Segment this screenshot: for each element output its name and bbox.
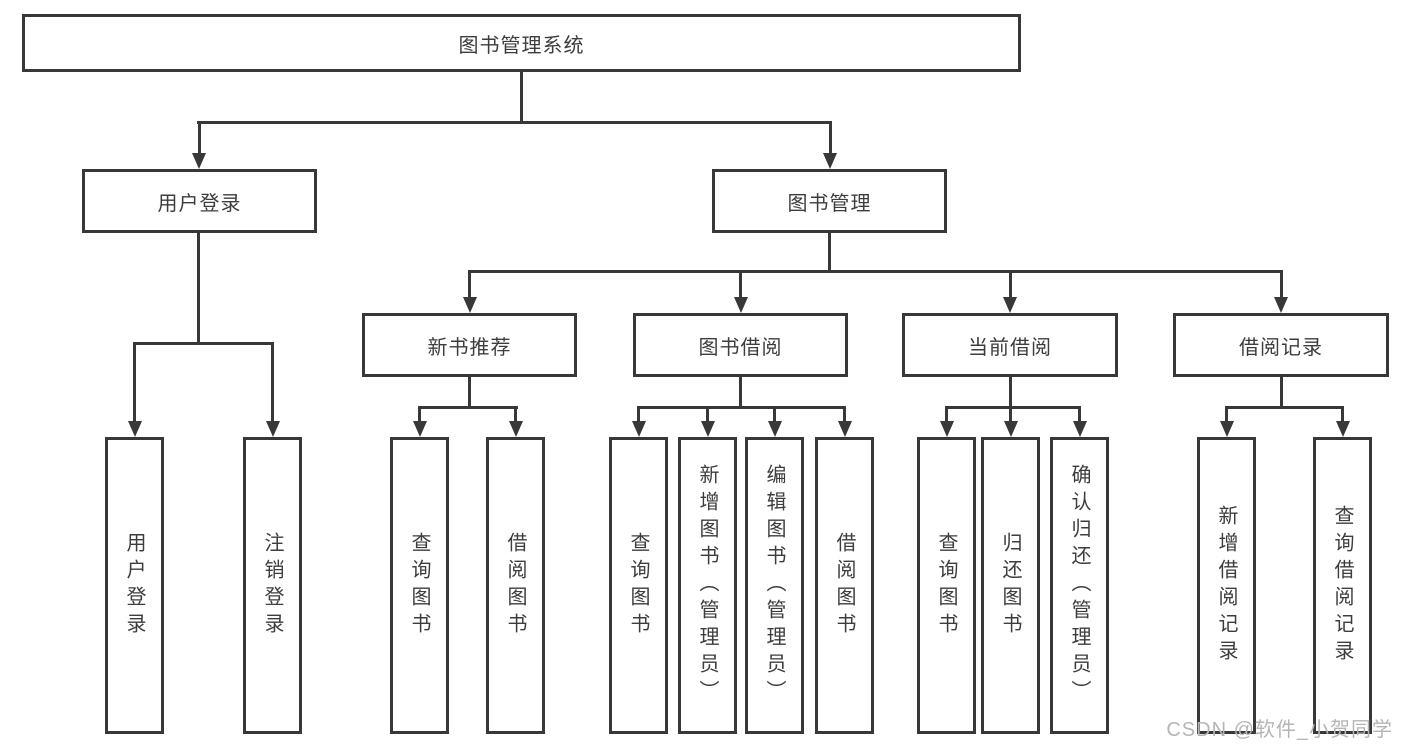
leaf-return-books: 归还图书 xyxy=(981,437,1040,734)
edge-line xyxy=(1279,377,1283,408)
edge-line xyxy=(417,406,518,409)
csdn-watermark: CSDN @软件_小贺同学 xyxy=(1166,719,1393,741)
arrow-down-icon xyxy=(700,421,715,437)
leaf-edit-books-admin: 编辑图书（管理员） xyxy=(745,437,804,734)
edge-line xyxy=(828,232,831,273)
node-label: 查询图书 xyxy=(627,531,649,640)
arrow-down-icon xyxy=(767,421,782,437)
node-label: 借阅图书 xyxy=(833,531,855,640)
edge-line xyxy=(945,406,948,422)
node-label: 图书管理 xyxy=(787,192,872,215)
leaf-query-books-borrowing: 查询图书 xyxy=(609,437,668,734)
node-label: 新增借阅记录 xyxy=(1215,504,1237,667)
leaf-confirm-return-admin: 确认归还（管理员） xyxy=(1050,437,1109,734)
node-label: 当前借阅 xyxy=(968,336,1052,359)
edge-line xyxy=(133,342,136,422)
arrow-down-icon xyxy=(837,421,852,437)
arrow-down-icon xyxy=(1003,297,1017,313)
edge-line xyxy=(197,121,831,124)
node-label: 确认归还（管理员） xyxy=(1068,464,1090,707)
edge-line xyxy=(271,342,274,422)
node-label: 注销登录 xyxy=(261,531,283,640)
edge-line xyxy=(1225,406,1343,409)
edge-line xyxy=(1279,270,1283,298)
node-root-library-system: 图书管理系统 xyxy=(22,14,1021,72)
edge-line xyxy=(706,406,709,422)
node-label: 查询借阅记录 xyxy=(1331,504,1353,667)
node-book-borrowing: 图书借阅 xyxy=(633,313,848,377)
node-label: 新书推荐 xyxy=(427,336,512,359)
leaf-user-login: 用户登录 xyxy=(105,437,164,734)
edge-line xyxy=(468,377,471,408)
arrow-down-icon xyxy=(192,153,206,169)
arrow-down-icon xyxy=(1274,297,1288,313)
leaf-borrow-books: 借阅图书 xyxy=(815,437,874,734)
edge-line xyxy=(1008,377,1012,408)
node-label: 借阅图书 xyxy=(504,531,526,640)
node-borrowing-records: 借阅记录 xyxy=(1173,313,1389,377)
leaf-query-borrow-record: 查询借阅记录 xyxy=(1313,437,1372,734)
node-label: 编辑图书（管理员） xyxy=(763,464,785,707)
arrow-down-icon xyxy=(127,421,142,437)
edge-line xyxy=(739,270,742,298)
edge-line xyxy=(1008,270,1012,298)
arrow-down-icon xyxy=(1219,421,1234,437)
edge-line xyxy=(1078,406,1081,422)
arrow-down-icon xyxy=(265,421,280,437)
node-book-management: 图书管理 xyxy=(712,169,947,233)
leaf-add-books-admin: 新增图书（管理员） xyxy=(678,437,737,734)
arrow-down-icon xyxy=(939,421,954,437)
arrow-down-icon xyxy=(733,297,748,313)
edge-line xyxy=(828,121,832,154)
leaf-query-books-current: 查询图书 xyxy=(917,437,976,734)
edge-line xyxy=(773,406,776,422)
node-label: 借阅记录 xyxy=(1239,336,1323,359)
edge-line xyxy=(1225,406,1228,422)
node-current-borrowing: 当前借阅 xyxy=(902,313,1118,377)
leaf-borrow-books-recommend: 借阅图书 xyxy=(486,437,545,734)
edge-line xyxy=(1009,406,1012,422)
edge-line xyxy=(1341,406,1344,422)
edge-line xyxy=(520,71,523,122)
edge-line xyxy=(468,270,1282,273)
arrow-down-icon xyxy=(1003,421,1018,437)
edge-line xyxy=(133,342,274,345)
arrow-down-icon xyxy=(631,421,646,437)
node-label: 查询图书 xyxy=(408,531,430,640)
leaf-add-borrow-record: 新增借阅记录 xyxy=(1197,437,1256,734)
edge-line xyxy=(739,377,742,408)
arrow-down-icon xyxy=(1335,421,1350,437)
edge-line xyxy=(468,270,471,298)
edge-line xyxy=(843,406,846,422)
node-label: 图书管理系统 xyxy=(458,34,585,57)
arrow-down-icon xyxy=(1072,421,1087,437)
node-label: 归还图书 xyxy=(999,531,1021,640)
node-label: 用户登录 xyxy=(123,531,145,640)
node-label: 图书借阅 xyxy=(698,336,783,359)
arrow-down-icon xyxy=(412,421,427,437)
leaf-query-books-recommend: 查询图书 xyxy=(390,437,449,734)
arrow-down-icon xyxy=(823,153,837,169)
arrow-down-icon xyxy=(508,421,523,437)
node-label: 查询图书 xyxy=(935,531,957,640)
edge-line xyxy=(197,232,200,344)
edge-line xyxy=(636,406,846,409)
node-user-login: 用户登录 xyxy=(82,169,317,233)
arrow-down-icon xyxy=(462,297,477,313)
leaf-logout: 注销登录 xyxy=(243,437,302,734)
node-label: 新增图书（管理员） xyxy=(696,464,718,707)
edge-line xyxy=(945,406,1081,409)
edge-line xyxy=(197,121,201,154)
edge-line xyxy=(418,406,421,422)
edge-line xyxy=(637,406,640,422)
node-label: 用户登录 xyxy=(157,192,242,215)
edge-line xyxy=(514,406,517,422)
node-new-book-recommend: 新书推荐 xyxy=(362,313,577,377)
